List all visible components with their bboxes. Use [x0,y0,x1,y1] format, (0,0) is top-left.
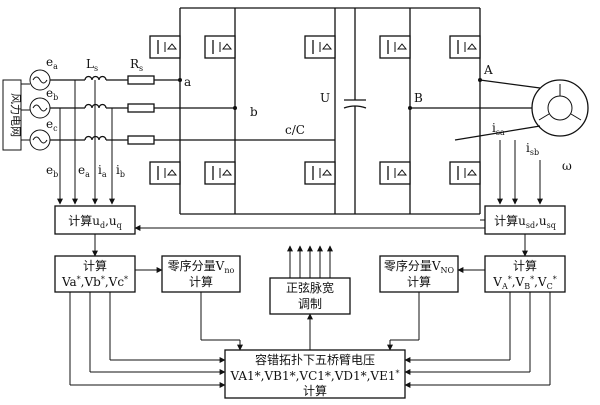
node-a: a [184,75,191,89]
meas-eb: eb [46,163,58,179]
svg-text:计算: 计算 [303,383,327,398]
svg-text:VA1*,VB1*,VC1*,VD1*,VE1*: VA1*,VB1*,VC1*,VD1*,VE1* [230,369,400,383]
svg-text:计算: 计算 [513,258,537,273]
meas-ib: ib [116,163,125,179]
block-zero-right: 零序分量VNO 计算 [379,255,459,293]
resistor-rs [127,75,155,145]
svg-text:Va*,Vb*,Vc*: Va*,Vb*,Vc* [61,275,128,289]
meas-ia: ia [98,163,107,179]
svg-text:计算: 计算 [189,274,213,289]
svg-text:VA*,VB*,VC*: VA*,VB*,VC* [492,275,556,291]
block-pwm: 正弦脉宽 调制 [269,277,351,315]
svg-text:零序分量Vno: 零序分量Vno [168,258,235,275]
grid-label: 风力电网 [9,93,22,137]
ac-lines: Ls Rs a b c/C [50,57,335,145]
svg-text:正弦脉宽: 正弦脉宽 [286,280,334,295]
meas-isb: isb [526,141,539,157]
inverter-bridge: U A B [149,7,493,215]
grid-source: 风力电网 ea eb ec [2,55,58,151]
meas-isa: isa [492,121,505,137]
svg-text:计算: 计算 [407,274,431,289]
svg-text:计算: 计算 [83,258,107,273]
node-b: b [250,105,258,119]
svg-text:计算ud,uq: 计算ud,uq [68,213,122,230]
motor: isa isb ω [454,79,589,173]
dc-capacitor [343,8,367,214]
svg-text:调制: 调制 [298,297,322,311]
node-A: A [483,63,493,77]
block-calc-right: 计算 VA*,VB*,VC* [484,255,566,293]
measure-lines-left: eb ea ia ib [46,80,125,205]
block-calc-usdq: 计算usd,usq [484,205,566,235]
block-calc-udq: 计算ud,uq [54,205,136,235]
dc-voltage-label: U [320,91,330,105]
source-eb [29,97,51,119]
block-zero-left: 零序分量Vno 计算 [161,255,241,293]
pwm-output-arrows [287,245,333,278]
measure-lines-right [497,140,543,205]
inductor-label: Ls [86,57,98,73]
svg-text:零序分量VNO: 零序分量VNO [384,258,455,275]
meas-ea: ea [78,163,90,179]
meas-omega: ω [562,159,572,173]
source-label-ea: ea [46,55,58,71]
feeds-right [387,292,551,388]
block-bottom: 容错拓扑下五桥臂电压 VA1*,VB1*,VC1*,VD1*,VE1* 计算 [224,349,406,399]
source-ec [29,129,51,151]
source-label-eb: eb [46,86,58,102]
node-B: B [414,91,423,105]
node-cC: c/C [285,123,305,137]
source-label-ec: ec [46,117,58,133]
svg-text:容错拓扑下五桥臂电压: 容错拓扑下五桥臂电压 [255,352,375,367]
svg-text:计算usd,usq: 计算usd,usq [494,213,556,230]
block-calc-left: 计算 Va*,Vb*,Vc* [54,255,136,293]
resistor-label: Rs [130,57,143,73]
feeds-left [69,292,243,388]
